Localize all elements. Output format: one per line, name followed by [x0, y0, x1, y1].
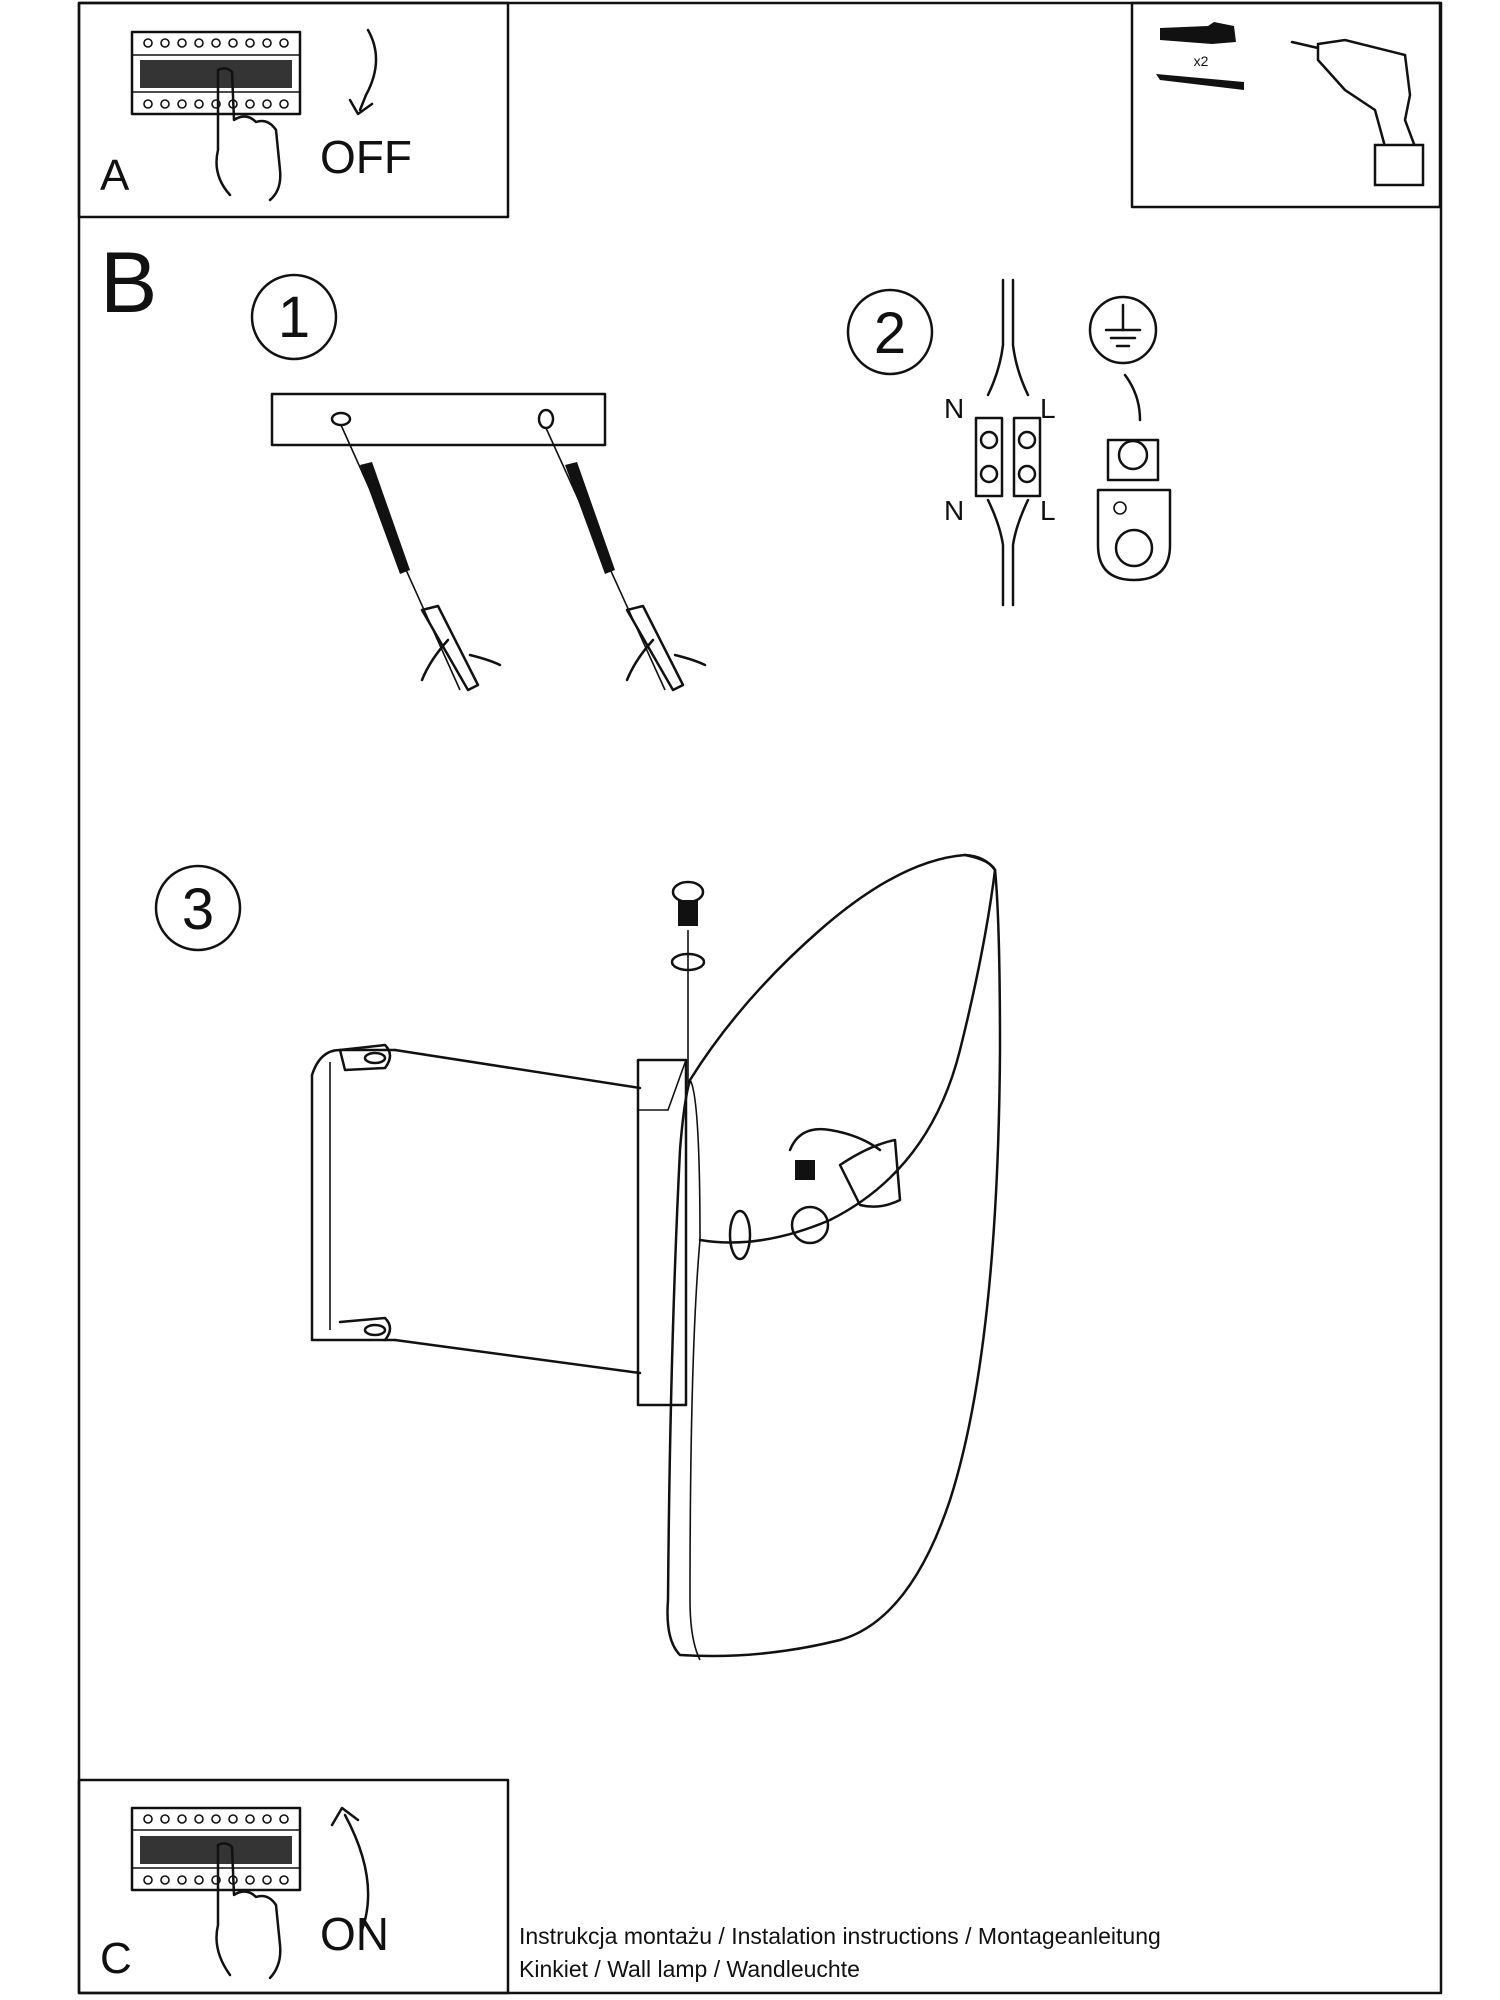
drill-icon	[1290, 38, 1425, 187]
wall-plug-icon	[1160, 22, 1236, 44]
tools-box: x2	[1130, 1, 1442, 209]
quantity-label: x2	[1194, 53, 1209, 69]
step-2: 2 N L N L	[846, 278, 1172, 607]
panel-b-letter: B	[100, 235, 157, 331]
screw-and-plug-left	[340, 424, 502, 692]
wire-label-n-top: N	[944, 393, 964, 424]
panel-c-action: ON	[320, 1908, 389, 1960]
circuit-breaker-icon	[130, 30, 302, 116]
footer-subtitle: Kinkiet / Wall lamp / Wandleuchte	[519, 1956, 860, 1982]
screw-icon	[1156, 74, 1244, 90]
hand-pointer-icon	[215, 1842, 282, 1980]
hand-pointer-icon	[215, 67, 282, 202]
step-3-circle	[154, 864, 242, 952]
wall-bracket	[310, 1043, 688, 1407]
step-1-circle	[250, 273, 338, 361]
lamp-socket-icon	[728, 1127, 902, 1261]
wire-label-l-top: L	[1040, 393, 1056, 424]
mounting-plate	[270, 392, 607, 447]
ground-symbol-icon	[1088, 295, 1158, 365]
panel-a-letter: A	[100, 151, 130, 200]
circuit-breaker-icon	[130, 1806, 302, 1892]
panel-a: A OFF	[77, 1, 510, 219]
terminal-block-icon	[974, 278, 1042, 607]
step-2-number: 2	[874, 301, 906, 366]
arrow-up-icon	[330, 1806, 370, 1932]
step-3: 3	[154, 853, 1002, 1661]
step-2-circle	[846, 288, 934, 376]
panel-c: C ON	[77, 1778, 510, 1995]
step-1: 1	[250, 273, 707, 692]
step-3-number: 3	[182, 877, 214, 942]
panel-c-letter: C	[100, 1934, 132, 1983]
lamp-shade	[666, 853, 1002, 1661]
panel-a-action: OFF	[320, 131, 412, 183]
step-1-number: 1	[278, 285, 310, 350]
arrow-down-icon	[348, 28, 378, 116]
ground-terminal-icon	[1096, 438, 1172, 582]
wire-label-l-bottom: L	[1040, 495, 1056, 526]
footer-title: Instrukcja montażu / Instalation instruc…	[519, 1923, 1161, 1949]
outer-frame	[77, 1, 1443, 1995]
screw-and-plug-right	[545, 427, 707, 692]
fixing-screw-icon	[670, 880, 706, 1085]
wire-label-n-bottom: N	[944, 495, 964, 526]
